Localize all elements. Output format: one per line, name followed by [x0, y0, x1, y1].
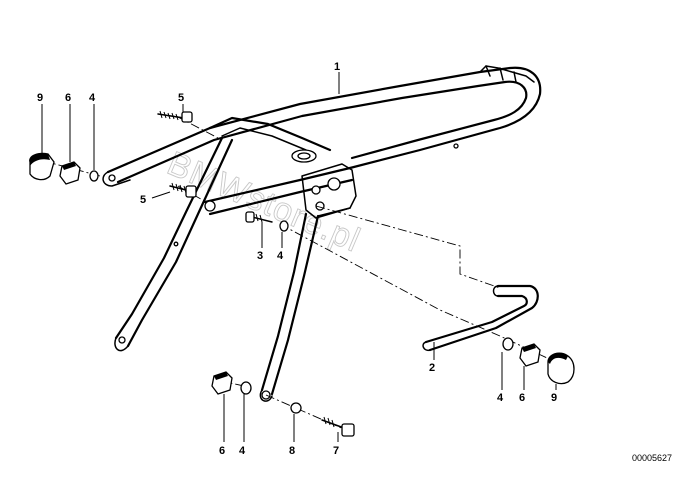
callout-cap-right: 9: [551, 392, 557, 404]
callout-washer-small: 4: [277, 250, 284, 262]
washer-spring: [290, 402, 302, 414]
washer-bottom: [240, 381, 252, 395]
callout-cap-top-left: 9: [37, 92, 43, 104]
callout-grab-bar: 2: [429, 362, 435, 374]
assembly-lines: [39, 115, 561, 431]
cap-top-left: [29, 152, 55, 181]
callout-bolt-bottom: 7: [333, 445, 339, 457]
callout-washer-top-left: 4: [89, 92, 96, 104]
washer-right: [502, 337, 514, 351]
callout-nut-right: 6: [519, 392, 525, 404]
cap-right: [547, 352, 575, 385]
bolt-top: [157, 110, 193, 123]
callout-nut-top-left: 6: [65, 92, 71, 104]
screw-left: [245, 211, 273, 223]
watermark: BMWstore.pl: [161, 144, 366, 260]
washer-top-left: [89, 170, 99, 182]
leader-lines: [41, 72, 557, 442]
nut-top-left: [59, 161, 81, 185]
callout-bolt-middle: 5: [140, 194, 146, 206]
callout-screw-left: 3: [257, 250, 263, 262]
watermark-text: BMWstore.pl: [162, 144, 366, 259]
nut-right: [519, 343, 541, 367]
rear-frame: [102, 65, 542, 402]
drawing-code: 00005627: [632, 453, 672, 463]
callout-washer-right: 4: [497, 392, 504, 404]
callout-nut-bottom: 6: [219, 445, 225, 457]
callouts: 1 9 6 4 5 5 3 4 2 4 6 9 6 4 8 7: [37, 61, 557, 457]
nut-bottom: [211, 371, 233, 395]
bolt-bottom: [321, 416, 355, 437]
callout-frame: 1: [334, 61, 340, 73]
bolt-middle: [169, 182, 197, 198]
grab-bar: [422, 284, 539, 352]
callout-washer-bottom: 4: [239, 445, 246, 457]
callout-bolt-top: 5: [178, 92, 184, 104]
washer-small: [279, 220, 289, 232]
callout-washer-spring: 8: [289, 445, 295, 457]
